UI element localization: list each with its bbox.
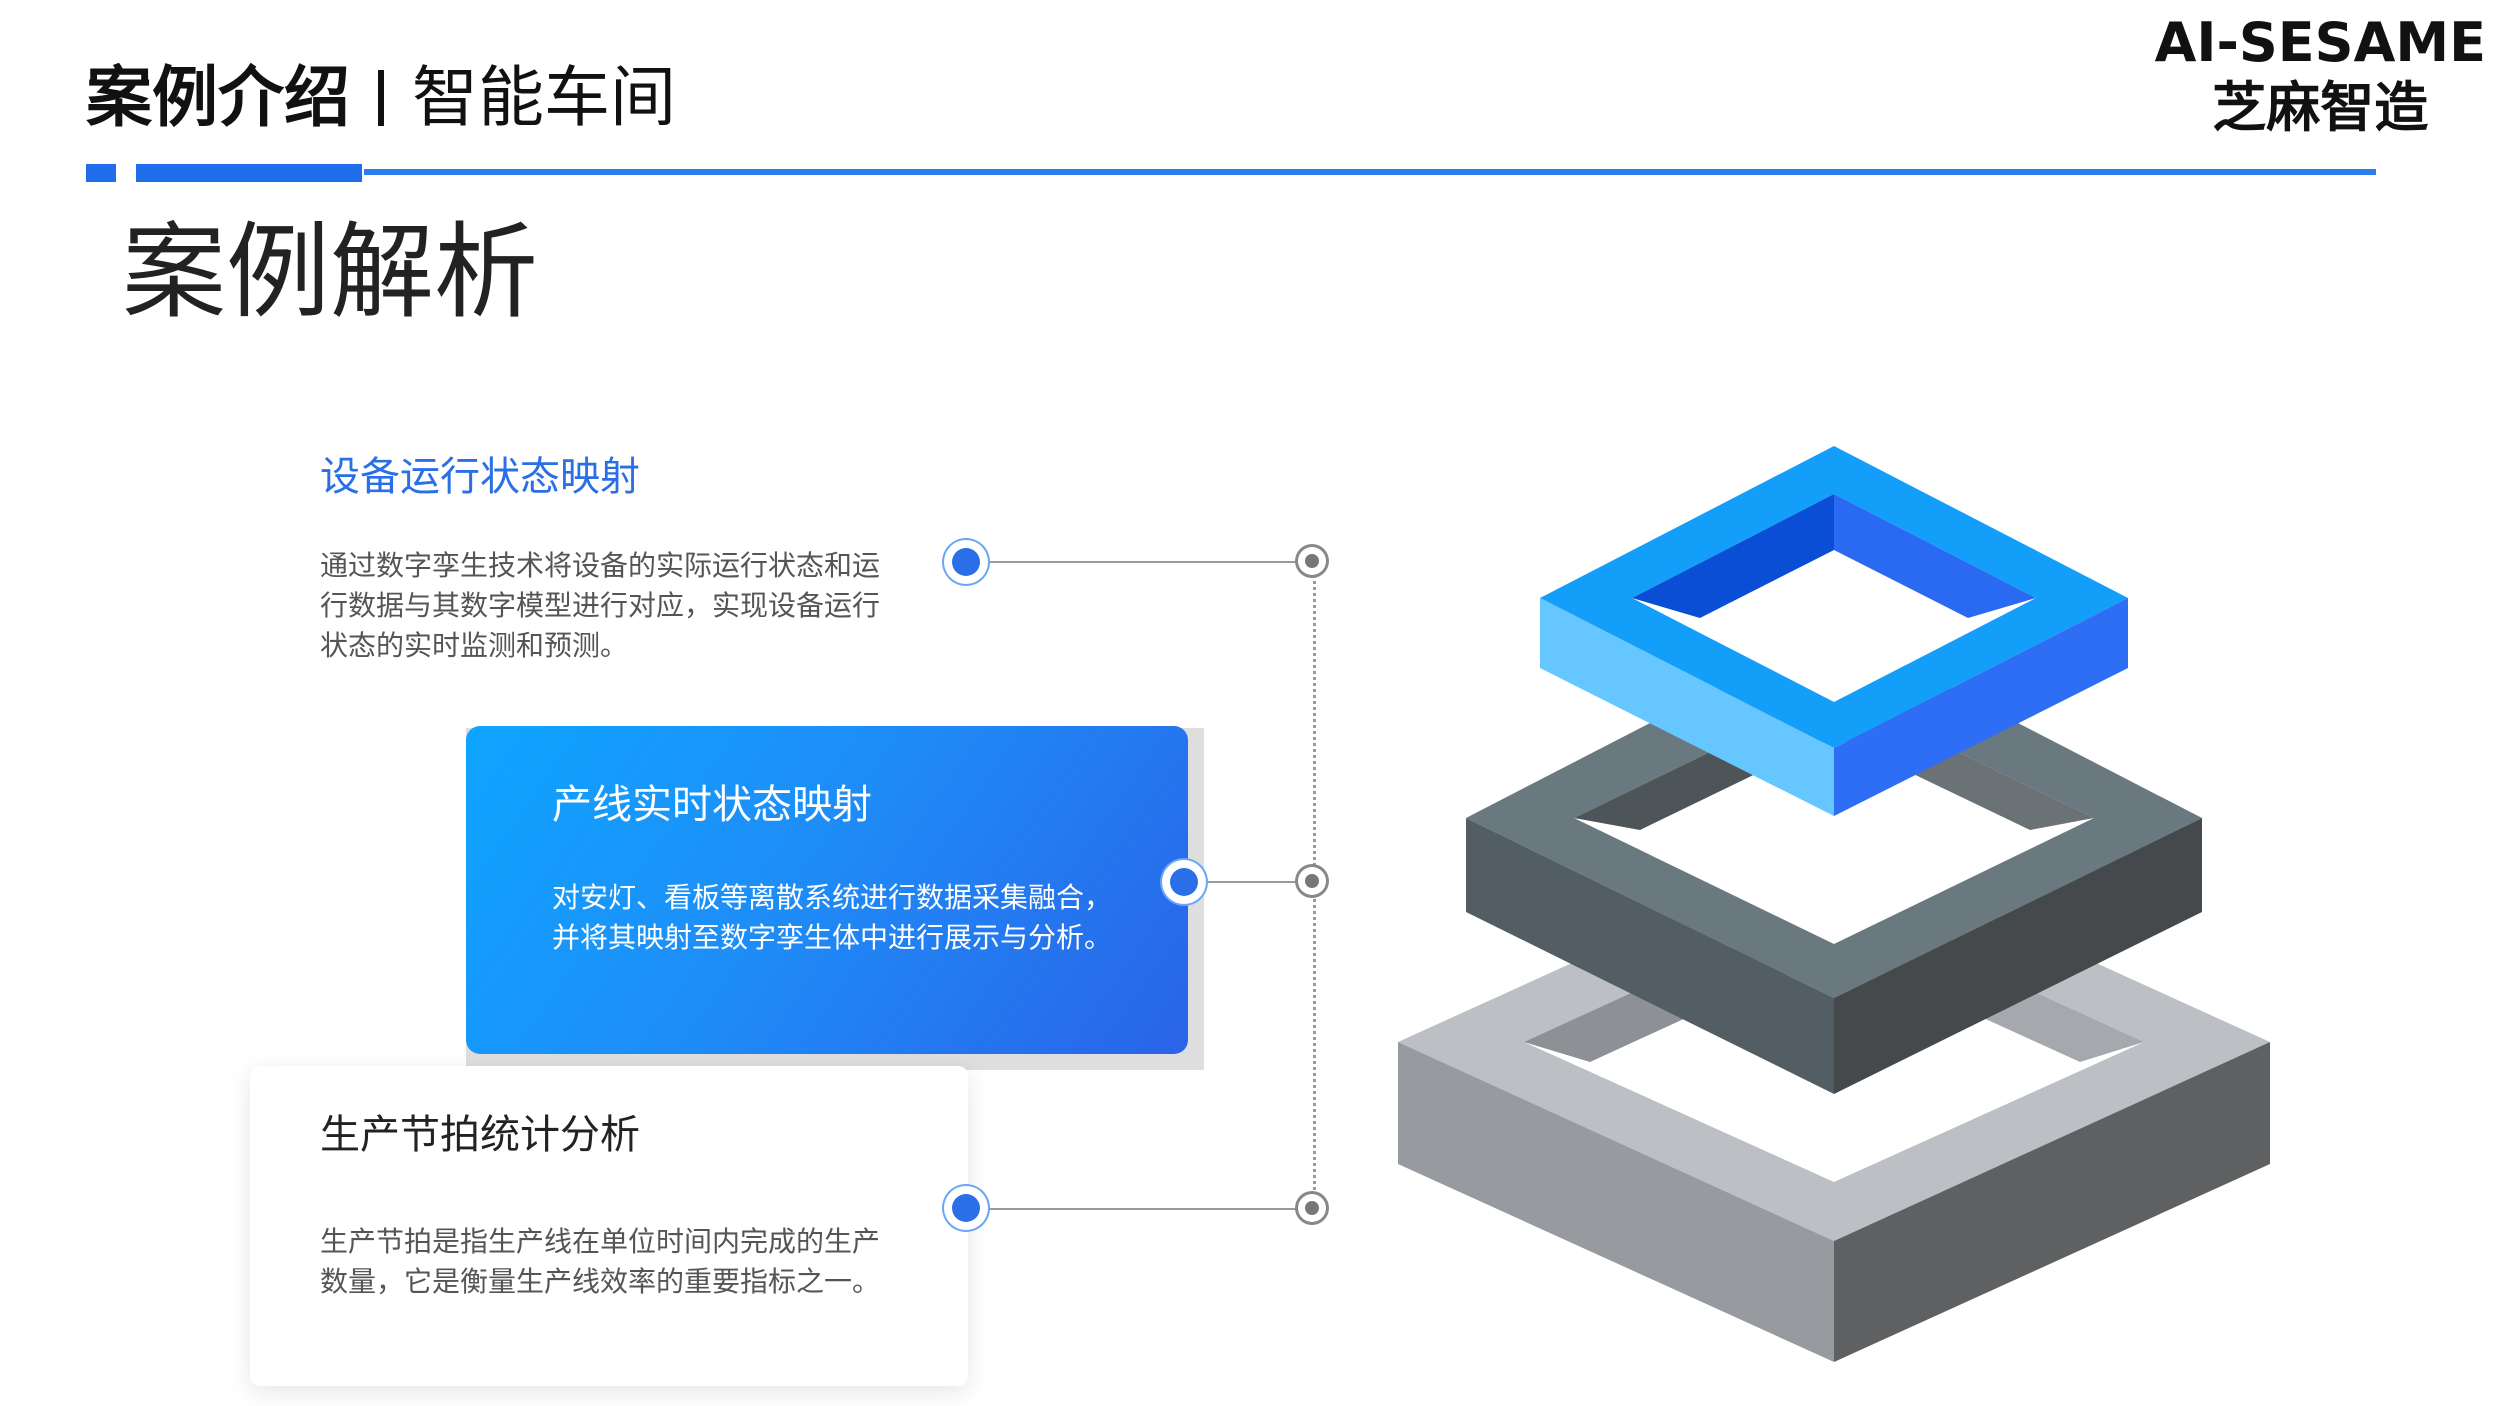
- layer-middle-gray: [1466, 628, 2202, 1094]
- connector-node-blue-2: [1162, 860, 1206, 904]
- connector-line-1: [988, 561, 1314, 563]
- accent-block-1: [86, 164, 116, 182]
- header-divider-line: [364, 169, 2376, 175]
- item-3-title: 生产节拍统计分析: [320, 1112, 640, 1158]
- item-1-desc: 通过数字孪生技术将设备的实际运行状态和运行数据与其数字模型进行对应，实现设备运行…: [320, 549, 881, 662]
- accent-block-2: [136, 164, 362, 182]
- connector-node-gray-1: [1298, 547, 1326, 575]
- brand-name-cn: 芝麻智造: [2212, 76, 2429, 139]
- accent-block-3: [296, 164, 326, 182]
- item-2-card: [466, 726, 1188, 1054]
- header-separator: [378, 70, 384, 126]
- section-title: 案例解析: [122, 211, 539, 333]
- item-2-title: 产线实时状态映射: [552, 782, 872, 828]
- connector-node-blue-1: [944, 540, 988, 584]
- header-title: 案例介绍智能车间: [86, 58, 676, 138]
- brand-name-en: AI-SESAME: [2154, 11, 2486, 74]
- item-2-desc: 对安灯、看板等离散系统进行数据采集融合，并将其映射至数字孪生体中进行展示与分析。: [552, 881, 1113, 954]
- connector-node-gray-2: [1298, 867, 1326, 895]
- item-3-desc: 生产节拍是指生产线在单位时间内完成的生产数量，它是衡量生产线效率的重要指标之一。: [320, 1225, 881, 1298]
- item-3-card: [250, 1066, 968, 1386]
- layer-top-blue: [1540, 446, 2128, 816]
- brand-logo: AI-SESAME 芝麻智造: [2155, 10, 2486, 140]
- header-title-bold: 案例介绍: [86, 59, 350, 136]
- item-1-title: 设备运行状态映射: [320, 454, 640, 500]
- header-title-light: 智能车间: [412, 59, 676, 136]
- connector-node-gray-3: [1298, 1194, 1326, 1222]
- connector-node-blue-3: [944, 1186, 988, 1230]
- isometric-layers-illustration: [1398, 446, 2270, 1362]
- connector-line-2: [1208, 881, 1314, 883]
- connector-line-3: [988, 1208, 1314, 1210]
